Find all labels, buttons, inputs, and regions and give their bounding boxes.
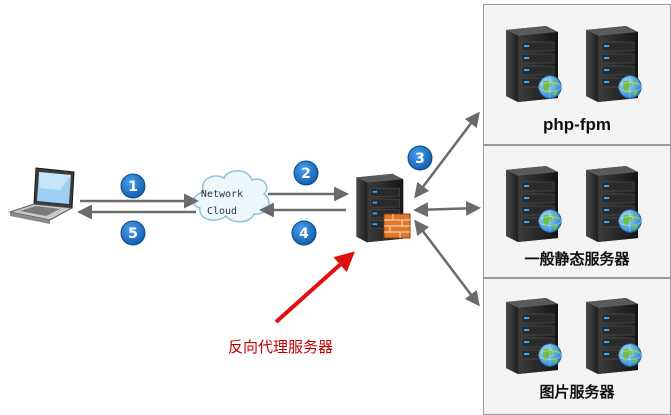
globe-icon <box>538 343 562 367</box>
proxy-pointer-arrow <box>274 251 355 324</box>
group-label-php-fpm: php-fpm <box>543 115 611 134</box>
group-label-static: 一般静态服务器 <box>524 250 630 268</box>
step-badge-1: 1 <box>120 173 146 199</box>
image-server-2 <box>585 297 642 375</box>
step-badge-4: 4 <box>291 220 317 246</box>
globe-icon <box>538 209 562 233</box>
step-number-4: 4 <box>299 226 309 242</box>
php-fpm-server-2 <box>585 25 642 103</box>
step-number-1: 1 <box>128 179 138 195</box>
step-number-2: 2 <box>301 166 311 182</box>
cloud-label-line2: Cloud <box>207 206 237 217</box>
network-cloud-icon: Network Cloud <box>192 170 270 223</box>
globe-icon <box>618 75 642 99</box>
globe-icon <box>538 75 562 99</box>
proxy-to-image-arrow <box>414 219 480 307</box>
php-fpm-server-1 <box>505 25 562 103</box>
static-server-1 <box>505 165 562 243</box>
proxy-to-static-arrow <box>413 200 481 218</box>
globe-icon <box>618 343 642 367</box>
static-server-2 <box>585 165 642 243</box>
globe-icon <box>618 209 642 233</box>
firewall-icon <box>383 213 411 239</box>
step-badge-3: 3 <box>407 145 433 171</box>
laptop-icon <box>8 167 75 224</box>
step-number-3: 3 <box>415 151 425 167</box>
step-badge-5: 5 <box>120 220 146 246</box>
step-badge-2: 2 <box>293 160 319 186</box>
image-server-1 <box>505 297 562 375</box>
step-number-5: 5 <box>128 226 138 242</box>
cloud-label-line1: Network <box>201 189 243 200</box>
proxy-caption: 反向代理服务器 <box>228 338 334 356</box>
group-label-image: 图片服务器 <box>539 383 615 401</box>
proxy-to-php-fpm-arrow <box>414 111 480 199</box>
